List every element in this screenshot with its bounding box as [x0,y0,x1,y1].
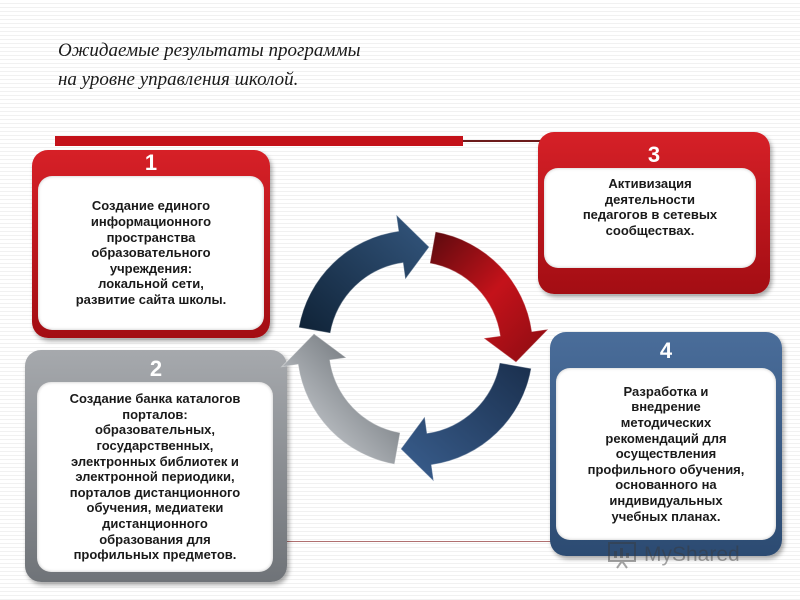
text-line: развитие сайта школы. [75,291,227,307]
text-line: внедрение [631,399,701,415]
text-line: деятельности [604,191,696,207]
text-line: образовательного [91,245,211,261]
result-box-2: 2 Создание банка каталогов порталов: обр… [25,350,287,582]
box-number: 2 [149,356,163,381]
text-line: образования для [99,531,211,547]
text-line: учреждения: [109,260,193,276]
watermark-text: MyShared [644,543,740,566]
box-text: Создание банка каталогов порталов: образ… [70,391,241,563]
watermark: MyShared [608,540,740,570]
text-line: сообществах. [605,222,695,238]
text-line: обучения, медиатеки [86,500,224,516]
text-line: педагогов в сетевых [582,207,718,223]
result-box-3: 3 Активизация деятельности педагогов в с… [538,132,770,294]
text-line: информационного [90,214,212,230]
result-box-4: 4 Разработка и внедрение методических ре… [550,332,782,556]
arrow-navy-icon [298,213,430,334]
text-line: пространства [106,229,196,245]
decorative-red-rule [55,136,463,146]
chart-logo-icon [608,542,636,569]
text-line: порталов: [122,406,188,422]
arrow-gray-icon [280,333,401,465]
decorative-thin-line [286,541,556,542]
box-text: Создание единого информационного простра… [76,198,227,307]
text-line: рекомендаций для [605,430,727,446]
text-line: учебных планах. [611,508,721,524]
text-line: методических [620,415,712,431]
title-line-2: на уровне управления школой. [58,69,299,90]
box-number: 4 [659,338,673,363]
text-line: профильного обучения, [587,461,745,477]
box-number: 1 [144,150,158,175]
text-line: образовательных, [94,422,216,438]
box-content: Активизация деятельности педагогов в сет… [544,168,756,268]
text-line: локальной сети, [98,276,204,292]
box-text: Активизация деятельности педагогов в сет… [583,176,717,238]
box-content: Создание банка каталогов порталов: образ… [37,382,273,572]
text-line: Создание единого [91,198,211,214]
arrow-blue-icon [400,362,532,483]
text-line: электронной периодики, [75,469,235,485]
text-line: основанного на [615,477,717,493]
result-box-1: 1 Создание единого информационного прост… [32,150,270,338]
box-content: Разработка и внедрение методических реко… [556,368,776,540]
decorative-dark-rule [463,140,543,142]
box-content: Создание единого информационного простра… [38,176,264,330]
text-line: дистанционного [102,515,208,531]
text-line: электронных библиотек и [71,453,239,469]
text-line: индивидуальных [609,492,723,508]
page-title: Ожидаемые результаты программы на уровне… [58,36,478,94]
text-line: государственных, [96,438,214,454]
title-line-1: Ожидаемые результаты программы [58,40,361,61]
box-number: 3 [647,142,661,167]
text-line: Создание банка каталогов [69,391,241,407]
text-line: осуществления [615,446,717,462]
box-text: Разработка и внедрение методических реко… [588,384,745,524]
text-line: Разработка и [623,383,709,399]
text-line: порталов дистанционного [69,484,241,500]
text-line: Активизация [608,176,692,191]
text-line: профильных предметов. [73,547,237,563]
arrow-red-icon [429,231,550,363]
